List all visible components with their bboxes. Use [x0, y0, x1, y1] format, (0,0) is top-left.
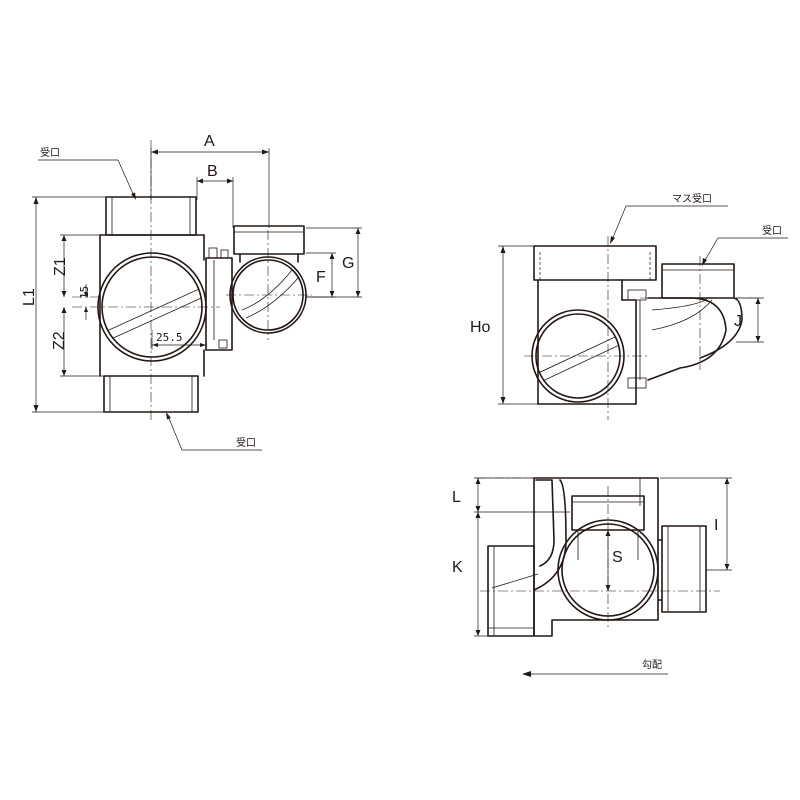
side-view: Ho J マス受口 受口 [470, 193, 788, 420]
leader-side-inlet: 受口 [702, 225, 788, 266]
dimension-k: K [452, 512, 490, 637]
dim-15-label: 15 [78, 286, 91, 299]
slope-arrow: 勾配 [522, 658, 668, 677]
dim-j-label: J [734, 313, 742, 330]
dimension-25-5: 25.5 [151, 330, 206, 350]
dimension-b: B [196, 163, 234, 228]
box-inlet-socket [533, 245, 657, 281]
dim-z2-label: Z2 [51, 331, 68, 350]
leader-box-inlet: マス受口 [610, 193, 728, 244]
dim-i-label: I [714, 517, 718, 534]
dim-a-label: A [204, 133, 215, 150]
main-body [99, 234, 205, 377]
dimension-l: L [452, 477, 536, 513]
dim-g-label: G [342, 255, 354, 272]
front-centerlines [72, 140, 312, 420]
dimension-f: F [306, 252, 336, 298]
leader-top-inlet: 受口 [38, 147, 136, 200]
plan-view: L K I S 勾配 [452, 477, 732, 677]
side-centerlines [524, 236, 760, 420]
side-elbow-branch [647, 263, 743, 381]
plan-elbow-pipe [491, 479, 567, 591]
dimension-g: G [306, 227, 362, 298]
branch-connector [205, 247, 233, 351]
dimension-s: S [605, 530, 623, 591]
side-inlet-label: 受口 [762, 225, 782, 237]
front-view: A B F G [21, 133, 362, 451]
dimension-15: 15 [78, 284, 91, 320]
slope-label: 勾配 [642, 658, 662, 671]
dim-b-label: B [207, 163, 218, 180]
dimension-a: A [150, 133, 270, 228]
dim-s-label: S [612, 549, 623, 566]
side-body [537, 279, 647, 405]
dimension-ho: Ho [470, 245, 538, 405]
dim-ho-label: Ho [470, 319, 491, 336]
top-inlet-label: 受口 [40, 147, 60, 159]
dimension-j: J [734, 297, 764, 343]
dim-l-label: L [452, 489, 461, 506]
dim-f-label: F [316, 269, 326, 286]
dimension-z2: Z2 [51, 307, 104, 377]
dim-z1-label: Z1 [52, 257, 69, 276]
dim-k-label: K [452, 559, 463, 576]
plan-right-socket [657, 525, 707, 613]
bottom-inlet-label: 受口 [236, 437, 256, 449]
plan-centerlines [476, 477, 720, 630]
dim-25-5-label: 25.5 [156, 331, 183, 344]
dimension-i: I [660, 477, 732, 571]
dim-l1-label: L1 [21, 288, 38, 306]
box-inlet-label: マス受口 [672, 193, 712, 205]
dimension-z1: Z1 [52, 234, 100, 297]
leader-bottom-inlet: 受口 [166, 412, 262, 451]
dimension-l1: L1 [21, 196, 106, 413]
